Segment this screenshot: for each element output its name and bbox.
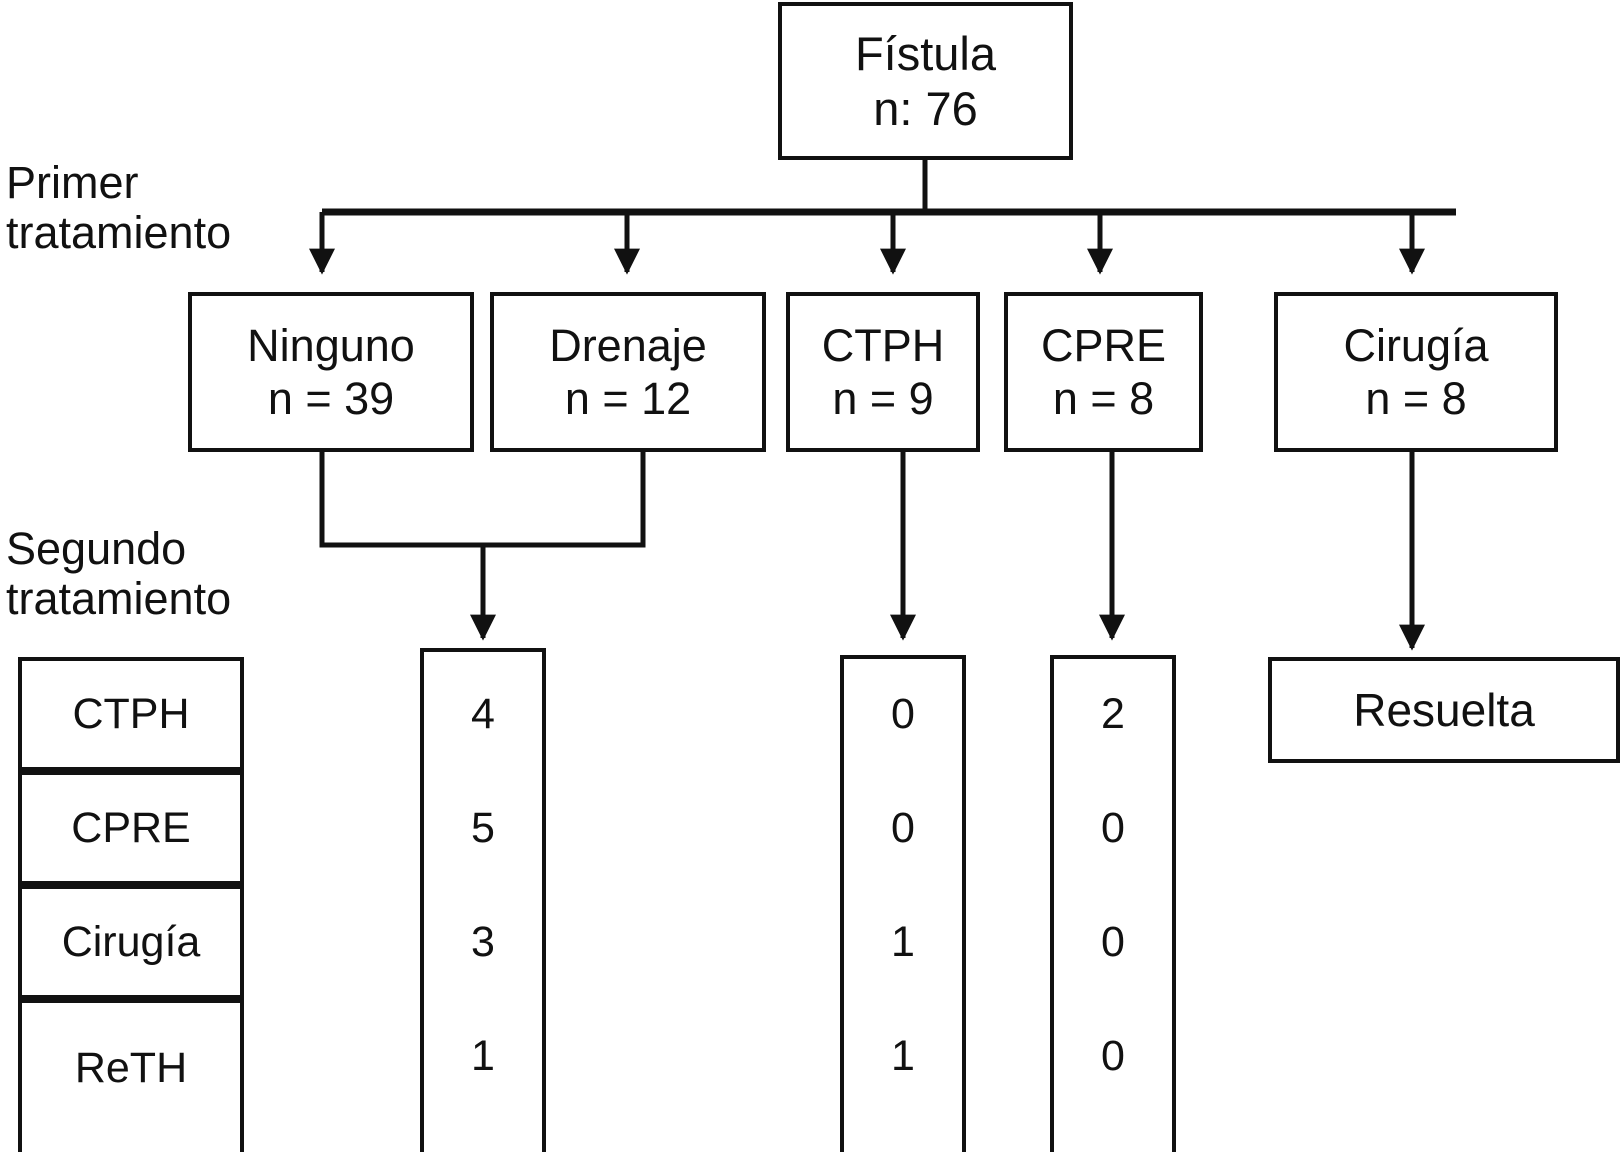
node-first-ctph[interactable]: CTPH n = 9	[786, 292, 980, 452]
legend-item-ctph-label: CTPH	[72, 689, 190, 738]
stage-label-first: Primer tratamiento	[6, 157, 232, 259]
node-first-ctph-label: CTPH	[821, 319, 945, 371]
node-first-cirugia-count: n = 8	[1365, 373, 1467, 424]
node-fistula-root[interactable]: Fístula n: 76	[778, 2, 1073, 160]
column-ninguno-drenaje-value-cpre: 5	[471, 804, 495, 852]
node-resuelta-label: Resuelta	[1353, 683, 1535, 736]
column-cpre-value-ctph: 2	[1101, 690, 1125, 738]
legend-item-cpre[interactable]: CPRE	[18, 771, 244, 885]
legend-item-reth[interactable]: ReTH	[18, 999, 244, 1152]
node-first-ctph-count: n = 9	[832, 373, 934, 424]
legend-item-ctph[interactable]: CTPH	[18, 657, 244, 771]
node-fistula-count: n: 76	[873, 82, 978, 135]
node-first-ninguno-count: n = 39	[267, 373, 395, 424]
column-ninguno-drenaje[interactable]: 4 5 3 1	[420, 648, 546, 1152]
legend-item-reth-label: ReTH	[74, 1043, 188, 1092]
node-first-cirugia-label: Cirugía	[1343, 319, 1489, 371]
node-first-cpre-count: n = 8	[1052, 373, 1155, 424]
column-ctph-value-reth: 1	[891, 1032, 915, 1080]
column-cpre-value-cpre: 0	[1101, 804, 1125, 852]
edge-merge-ninguno-drenaje	[319, 450, 646, 641]
node-first-drenaje-count: n = 12	[564, 373, 692, 424]
column-cpre-value-cirugia: 0	[1101, 918, 1125, 966]
node-first-cpre-label: CPRE	[1040, 319, 1167, 371]
column-cpre[interactable]: 2 0 0 0	[1050, 655, 1176, 1152]
legend-item-cirugia[interactable]: Cirugía	[18, 885, 244, 999]
node-first-cpre[interactable]: CPRE n = 8	[1004, 292, 1203, 452]
node-first-drenaje-label: Drenaje	[549, 319, 707, 371]
node-first-drenaje[interactable]: Drenaje n = 12	[490, 292, 766, 452]
node-resuelta[interactable]: Resuelta	[1268, 657, 1620, 763]
column-ctph-value-cpre: 0	[891, 804, 915, 852]
node-first-ninguno-label: Ninguno	[247, 319, 415, 371]
node-first-ninguno[interactable]: Ninguno n = 39	[188, 292, 474, 452]
column-ninguno-drenaje-value-ctph: 4	[471, 690, 495, 738]
column-ctph-value-ctph: 0	[891, 690, 915, 738]
stage-label-second: Segundo tratamiento	[6, 523, 232, 625]
column-ninguno-drenaje-value-reth: 1	[471, 1032, 495, 1080]
legend-item-cirugia-label: Cirugía	[61, 917, 201, 966]
legend-item-cpre-label: CPRE	[71, 803, 191, 852]
column-ctph-value-cirugia: 1	[891, 918, 915, 966]
column-ninguno-drenaje-value-cirugia: 3	[471, 918, 495, 966]
node-fistula-title: Fístula	[854, 26, 997, 80]
node-first-cirugia[interactable]: Cirugía n = 8	[1274, 292, 1558, 452]
column-ctph[interactable]: 0 0 1 1	[840, 655, 966, 1152]
column-cpre-value-reth: 0	[1101, 1032, 1125, 1080]
